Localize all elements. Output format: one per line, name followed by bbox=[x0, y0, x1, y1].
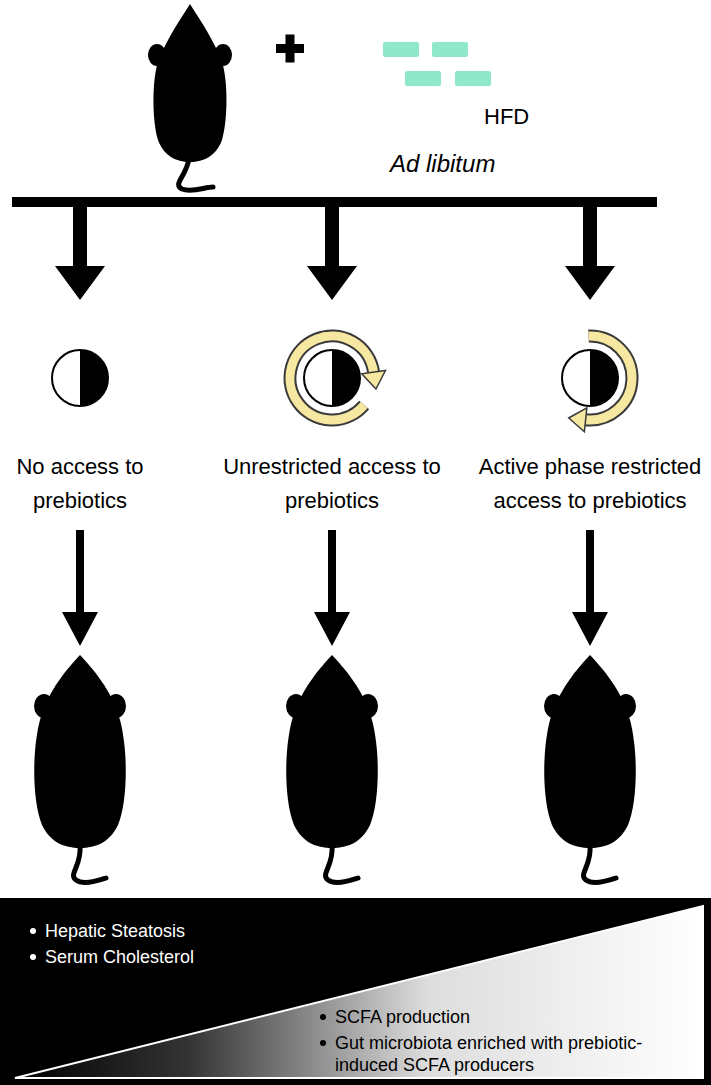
group-label: Active phase restricted access to prebio… bbox=[472, 450, 708, 518]
gradient-wedge bbox=[15, 906, 703, 1078]
down-arrow bbox=[62, 530, 98, 646]
mouse-tail bbox=[179, 158, 213, 190]
cycle-arrowhead bbox=[569, 408, 587, 432]
mouse-body bbox=[34, 655, 126, 848]
dark-phase bbox=[80, 350, 108, 406]
diet-label: HFD bbox=[484, 104, 529, 130]
cycle-arrow-outline bbox=[586, 336, 632, 420]
pellet bbox=[432, 42, 468, 57]
light-phase bbox=[562, 350, 618, 406]
cycle-arrow bbox=[290, 336, 374, 420]
mouse-tail bbox=[584, 845, 616, 883]
split-bar bbox=[12, 197, 657, 207]
mouse-body bbox=[544, 655, 636, 848]
treatment-group: Active phase restricted access to prebio… bbox=[472, 326, 708, 518]
block-arrow bbox=[307, 206, 357, 300]
light-cycle-icon bbox=[214, 326, 450, 436]
mouse-body bbox=[286, 655, 378, 848]
pellet bbox=[405, 71, 441, 86]
hfd-pellets bbox=[383, 42, 491, 86]
plus-bar bbox=[286, 35, 295, 63]
outcome-item: SCFA production bbox=[335, 1006, 700, 1028]
dark-phase bbox=[332, 350, 360, 406]
cycle-arrow bbox=[586, 336, 632, 420]
feeding-note: Ad libitum bbox=[390, 150, 495, 178]
lean-mouse bbox=[148, 4, 232, 190]
block-arrow bbox=[55, 206, 105, 300]
outcome-item: Serum Cholesterol bbox=[45, 946, 295, 968]
light-phase bbox=[304, 350, 360, 406]
down-arrow bbox=[314, 530, 350, 646]
bullet-dot bbox=[30, 928, 36, 934]
light-cycle-icon bbox=[472, 326, 708, 436]
bullet-dot bbox=[320, 1014, 326, 1020]
treatment-group: No access to prebiotics bbox=[5, 326, 155, 518]
cycle-arrowhead bbox=[362, 370, 386, 389]
cycle-arrow-outline bbox=[290, 336, 374, 420]
outcome-item: Gut microbiota enriched with prebiotic-i… bbox=[335, 1032, 700, 1076]
obese-mouse bbox=[544, 655, 636, 883]
dark-phase bbox=[590, 350, 618, 406]
outcome-band: Hepatic SteatosisSerum CholesterolSCFA p… bbox=[0, 898, 711, 1085]
pellet bbox=[383, 42, 419, 57]
group-label: No access to prebiotics bbox=[5, 450, 155, 518]
mouse-tail bbox=[74, 845, 106, 883]
block-arrow bbox=[565, 206, 615, 300]
light-phase bbox=[52, 350, 108, 406]
pellet bbox=[455, 71, 491, 86]
mouse-body bbox=[154, 4, 227, 162]
obese-mouse bbox=[286, 655, 378, 883]
light-cycle-icon bbox=[5, 326, 155, 436]
outcome-item: Hepatic Steatosis bbox=[45, 920, 295, 942]
bullet-dot bbox=[320, 1040, 326, 1046]
group-label: Unrestricted access to prebiotics bbox=[214, 450, 450, 518]
bullet-dot bbox=[30, 954, 36, 960]
treatment-group: Unrestricted access to prebiotics bbox=[214, 326, 450, 518]
down-arrow bbox=[572, 530, 608, 646]
mouse-tail bbox=[326, 845, 358, 883]
plus-sign bbox=[276, 35, 304, 63]
obese-mouse bbox=[34, 655, 126, 883]
